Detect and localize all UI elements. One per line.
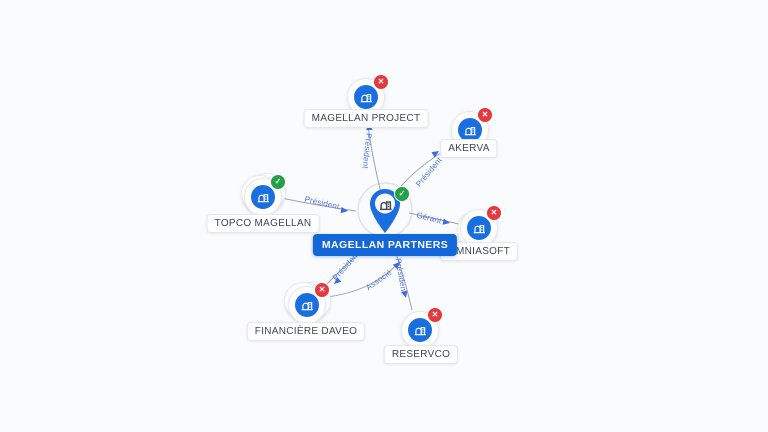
building-icon [251,185,275,209]
node-magellan-partners-pin[interactable]: ✓ [366,186,410,242]
edge-line-president-topco [280,197,357,212]
inactive-status-badge-icon: ✕ [373,74,389,90]
active-status-badge-icon: ✓ [270,174,286,190]
node-label-reservco[interactable]: RESERVCO [383,345,459,364]
arrow-icon [392,262,400,270]
inactive-status-badge-icon: ✕ [486,205,502,221]
building-icon [408,318,432,342]
active-status-badge-icon: ✓ [394,186,410,202]
inactive-status-badge-icon: ✕ [314,282,330,298]
building-icon [354,85,378,109]
node-reservco[interactable]: ✕ [401,307,443,349]
arrow-icon [340,206,348,214]
edge-line-president-reservco [395,252,413,311]
arrow-icon [442,218,450,225]
inactive-status-badge-icon: ✕ [427,307,443,323]
node-akerva[interactable]: ✕ [451,107,493,149]
arrow-icon [401,290,408,298]
building-icon [379,201,392,211]
node-label-magellan-partners[interactable]: MAGELLAN PARTNERS [312,234,458,256]
edge-line-gerant-omniasoft [408,212,460,225]
arrow-icon [334,276,342,284]
edge-line-associe-daveo [326,260,401,298]
node-label-omniasoft[interactable]: OMNIASOFT [439,242,519,261]
node-label-topco-magellan[interactable]: TOPCO MAGELLAN [206,214,320,233]
node-financiere-daveo[interactable]: ✕ [284,282,331,324]
node-label-akerva[interactable]: AKERVA [440,139,498,158]
building-icon [458,118,482,142]
building-icon [467,216,491,240]
building-icon [295,293,319,317]
node-label-financiere-daveo[interactable]: FINANCIÈRE DAVEO [246,322,366,341]
node-topco-magellan[interactable]: ✓ [241,173,286,216]
node-label-magellan-project[interactable]: MAGELLAN PROJECT [303,109,429,128]
map-pin-icon [370,189,400,233]
arrow-icon [431,151,439,158]
inactive-status-badge-icon: ✕ [477,107,493,123]
